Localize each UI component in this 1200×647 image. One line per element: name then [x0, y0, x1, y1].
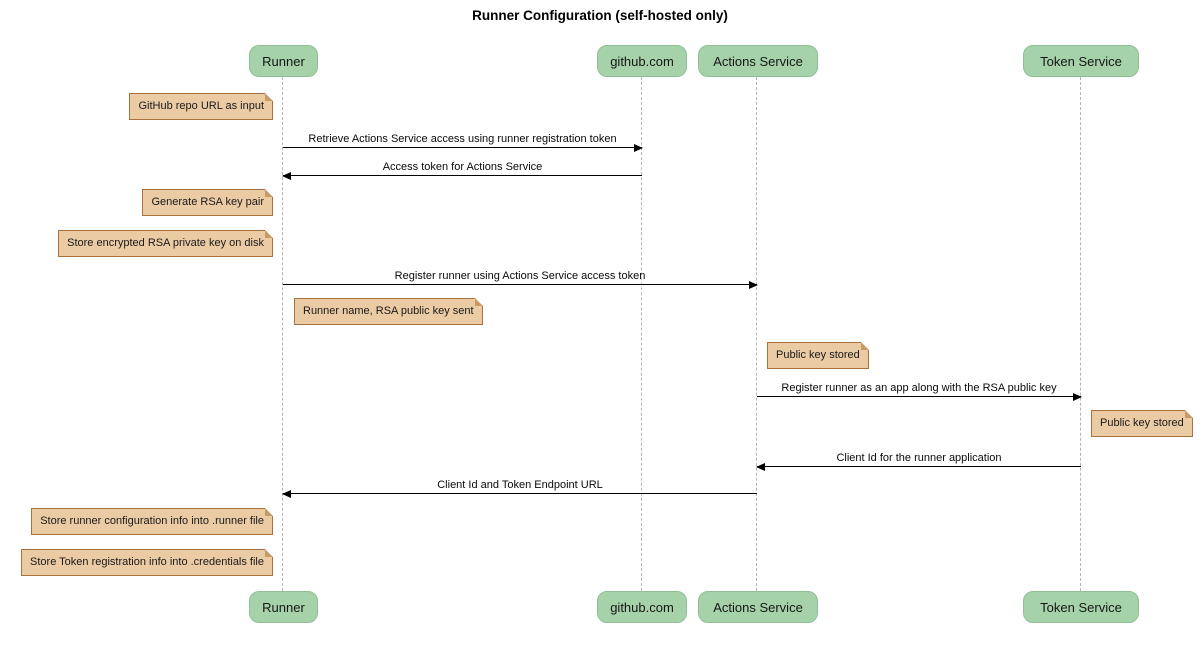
- note-store-credentials-file: Store Token registration info into .cred…: [21, 549, 273, 576]
- message-client-id-app: Client Id for the runner application: [756, 451, 1081, 471]
- message-label: Register runner using Actions Service ac…: [394, 270, 646, 282]
- participant-actions-service-bottom: Actions Service: [698, 591, 818, 623]
- message-retrieve-access: Retrieve Actions Service access using ru…: [283, 132, 643, 152]
- message-label: Register runner as an app along with the…: [781, 382, 1057, 394]
- note-public-key-stored-actions: Public key stored: [767, 342, 869, 369]
- note-github-repo-url: GitHub repo URL as input: [129, 93, 273, 120]
- message-client-id-endpoint: Client Id and Token Endpoint URL: [282, 478, 757, 498]
- participant-github-top: github.com: [597, 45, 687, 77]
- note-store-runner-file: Store runner configuration info into .ru…: [31, 508, 273, 535]
- participant-runner-bottom: Runner: [249, 591, 318, 623]
- note-store-private-key: Store encrypted RSA private key on disk: [58, 230, 273, 257]
- message-access-token: Access token for Actions Service: [282, 160, 642, 180]
- arrow-right-icon: [757, 393, 1082, 401]
- arrow-left-icon: [282, 172, 642, 180]
- message-label: Retrieve Actions Service access using ru…: [308, 133, 617, 145]
- participant-token-service-bottom: Token Service: [1023, 591, 1139, 623]
- note-public-key-stored-token: Public key stored: [1091, 410, 1193, 437]
- note-generate-rsa-key: Generate RSA key pair: [142, 189, 273, 216]
- message-register-app: Register runner as an app along with the…: [757, 381, 1082, 401]
- lifeline-actions-service: [756, 77, 757, 591]
- lifeline-token-service: [1080, 77, 1081, 591]
- arrow-left-icon: [756, 463, 1081, 471]
- message-label: Client Id and Token Endpoint URL: [437, 479, 603, 491]
- lifeline-github: [641, 77, 642, 591]
- arrow-left-icon: [282, 490, 757, 498]
- note-runner-name-sent: Runner name, RSA public key sent: [294, 298, 483, 325]
- message-label: Client Id for the runner application: [836, 452, 1002, 464]
- message-label: Access token for Actions Service: [382, 161, 543, 173]
- arrow-right-icon: [283, 144, 643, 152]
- lifeline-runner: [282, 77, 283, 591]
- participant-github-bottom: github.com: [597, 591, 687, 623]
- arrow-right-icon: [283, 281, 758, 289]
- participant-actions-service-top: Actions Service: [698, 45, 818, 77]
- participant-token-service-top: Token Service: [1023, 45, 1139, 77]
- message-register-runner: Register runner using Actions Service ac…: [283, 269, 758, 289]
- diagram-title: Runner Configuration (self-hosted only): [472, 8, 728, 23]
- participant-runner-top: Runner: [249, 45, 318, 77]
